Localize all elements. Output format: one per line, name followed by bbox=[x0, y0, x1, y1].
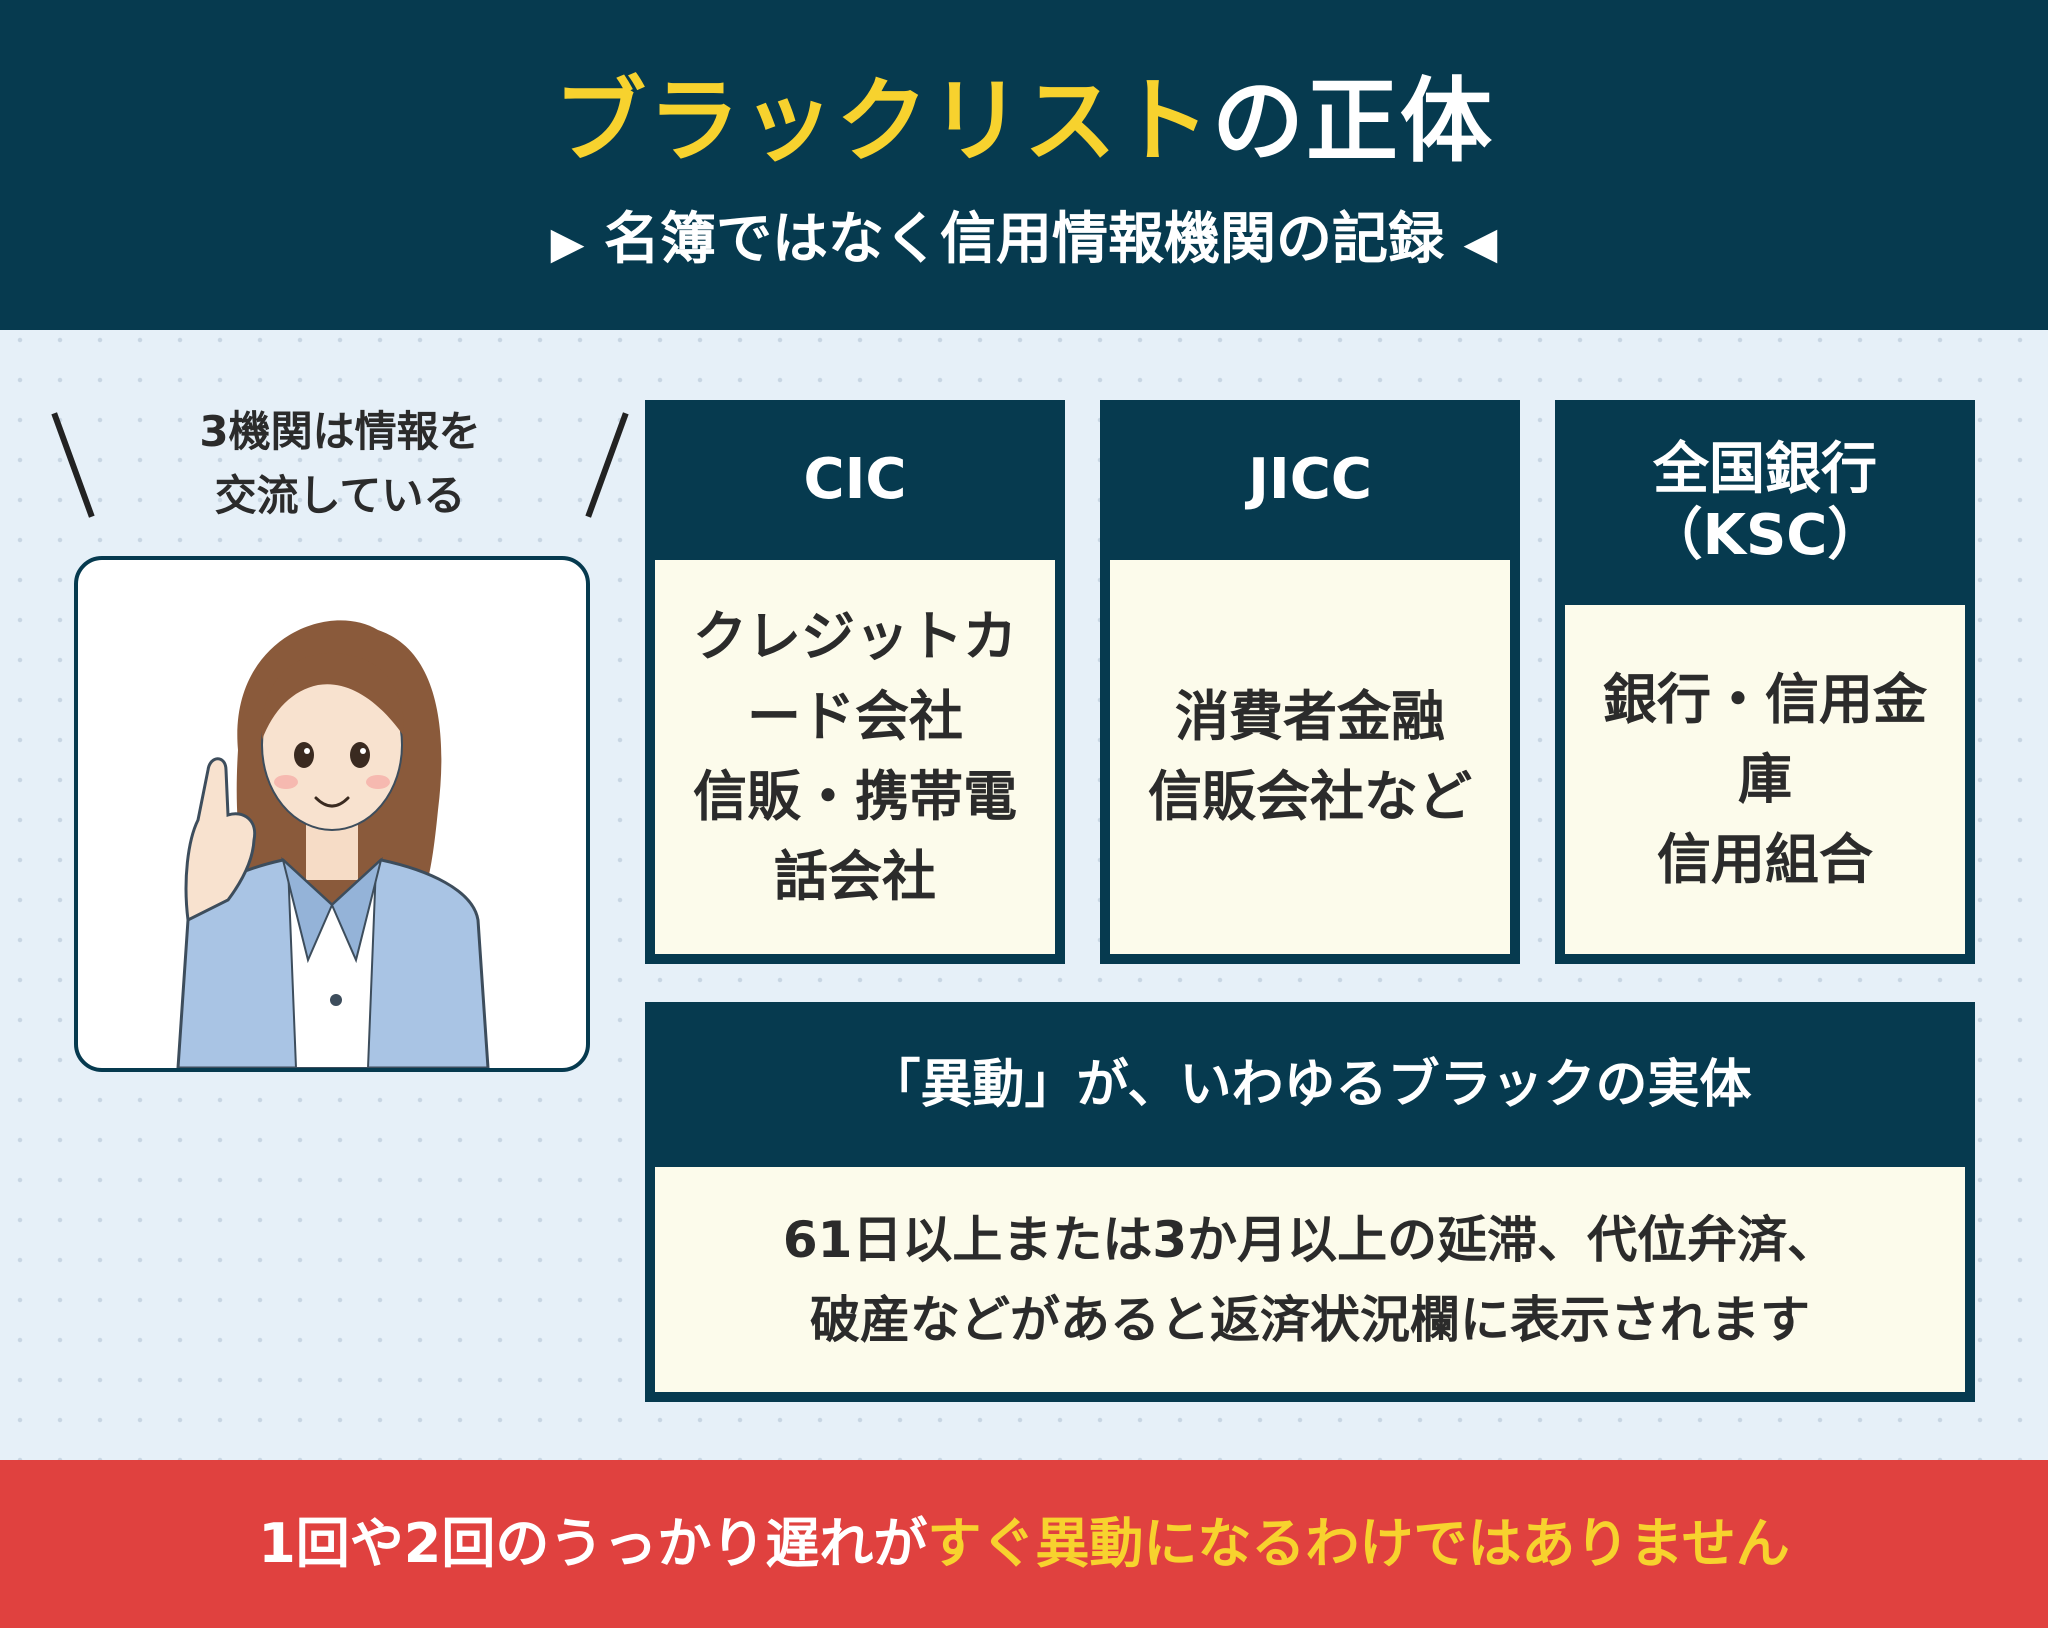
agency-members: 消費者金融 信販会社など bbox=[1110, 560, 1510, 954]
triangle-right-icon: ▶ bbox=[550, 218, 585, 269]
footer-text-highlight: すぐ異動になるわけではありません bbox=[927, 1512, 1790, 1575]
member-line: 消費者金融 bbox=[1175, 685, 1445, 748]
emphasis-mark-left bbox=[51, 412, 95, 518]
description-line-2: 破産などがあると返済状況欄に表示されます bbox=[810, 1290, 1810, 1349]
page-subtitle: ▶ 名簿ではなく信用情報機関の記録 ◀ bbox=[0, 200, 2048, 284]
idou-heading: 「異動」が、いわゆるブラックの実体 bbox=[868, 1054, 1752, 1115]
agency-name: JICC bbox=[1248, 447, 1372, 512]
member-line: 話会社 bbox=[774, 845, 936, 908]
agency-members: 銀行・信用金 庫 信用組合 bbox=[1565, 605, 1965, 954]
member-line: 銀行・信用金 bbox=[1603, 667, 1927, 731]
idou-explanation-card: 「異動」が、いわゆるブラックの実体 61日以上または3か月以上の延滞、代位弁済、… bbox=[645, 1002, 1975, 1402]
agency-name: CIC bbox=[803, 447, 907, 512]
title-highlight: ブラックリスト bbox=[553, 68, 1212, 175]
speech-caption: 3機関は情報を 交流している bbox=[51, 400, 629, 520]
title-rest: の正体 bbox=[1212, 68, 1495, 175]
agency-card-jicc: JICC 消費者金融 信販会社など bbox=[1100, 400, 1520, 964]
member-line: クレジットカ bbox=[693, 605, 1017, 668]
member-line: 庫 bbox=[1738, 747, 1792, 811]
caption-line-2: 交流している bbox=[214, 471, 466, 520]
footer-text-main: 1回や2回のうっかり遅れが bbox=[258, 1512, 928, 1575]
agency-members: クレジットカ ード会社 信販・携帯電 話会社 bbox=[655, 560, 1055, 954]
member-line: 信用組合 bbox=[1657, 827, 1873, 891]
footer-banner: 1回や2回のうっかり遅れがすぐ異動になるわけではありません bbox=[0, 1460, 2048, 1628]
description-line-1: 61日以上または3か月以上の延滞、代位弁済、 bbox=[782, 1210, 1838, 1269]
emphasis-mark-right bbox=[585, 412, 629, 518]
presenter-illustration bbox=[74, 556, 590, 1072]
agency-card-ksc: 全国銀行 （KSC） 銀行・信用金 庫 信用組合 bbox=[1555, 400, 1975, 964]
agency-name-line-1: 全国銀行 bbox=[1653, 436, 1877, 502]
header-banner: ブラックリストの正体 ▶ 名簿ではなく信用情報機関の記録 ◀ bbox=[0, 0, 2048, 330]
agency-name: 全国銀行 （KSC） bbox=[1560, 405, 1970, 600]
page-title: ブラックリストの正体 bbox=[0, 62, 2048, 182]
woman-pointing-illustration bbox=[176, 620, 490, 1068]
subtitle-text: 名簿ではなく信用情報機関の記録 bbox=[604, 207, 1444, 272]
member-line: 信販・携帯電 bbox=[693, 765, 1017, 828]
agency-card-cic: CIC クレジットカ ード会社 信販・携帯電 話会社 bbox=[645, 400, 1065, 964]
agency-name-line-2: （KSC） bbox=[1646, 502, 1884, 568]
member-line: ード会社 bbox=[747, 685, 963, 748]
triangle-left-icon: ◀ bbox=[1463, 218, 1498, 269]
caption-line-1: 3機関は情報を bbox=[199, 407, 481, 456]
idou-description: 61日以上または3か月以上の延滞、代位弁済、 破産などがあると返済状況欄に表示さ… bbox=[655, 1167, 1965, 1392]
member-line: 信販会社など bbox=[1148, 765, 1472, 828]
